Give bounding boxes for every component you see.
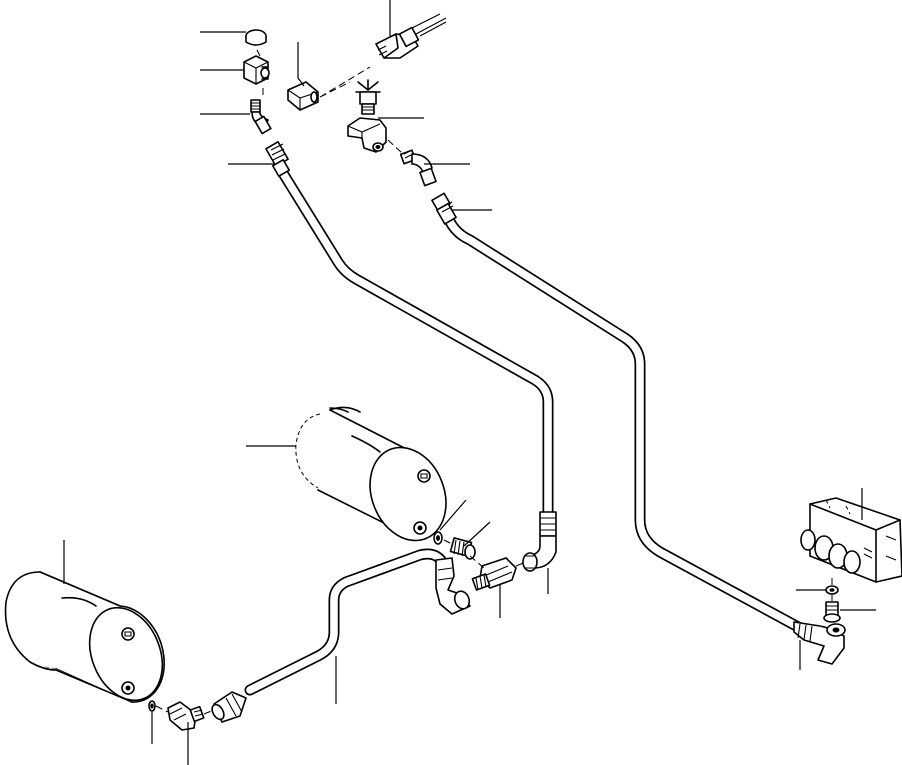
- hose-lower-assembly: [244, 548, 452, 696]
- hose-end-elbow-right: [793, 621, 846, 665]
- adapter-fitting: [471, 557, 517, 591]
- tee-fitting: [287, 81, 319, 111]
- washer-right: [825, 585, 839, 595]
- elbow-block-fitting: [243, 55, 270, 85]
- hose-end-left-top: [265, 141, 290, 177]
- cross-tee-fitting: [347, 117, 387, 153]
- nipple-fitting: [250, 99, 272, 135]
- hose-end-lower-left: [211, 691, 247, 723]
- hose-right-assembly: [440, 206, 806, 634]
- connector-center: [449, 537, 476, 560]
- hose-end-elbow-center: [522, 511, 557, 572]
- reservoir-left: [4, 571, 166, 703]
- elbow-fitting-center-lower: [435, 557, 471, 615]
- cap-fitting: [245, 29, 267, 46]
- connector-right: [823, 601, 841, 623]
- hose-lower: [244, 548, 452, 696]
- elbow-fitting-left-tank: [167, 701, 205, 731]
- washer-center: [433, 531, 443, 545]
- elbow-fitting-right-top: [399, 149, 437, 187]
- hose-end-right-top: [431, 192, 457, 225]
- washer-left: [148, 700, 156, 712]
- pressure-switch: [375, 13, 447, 59]
- reservoir-center: [295, 406, 447, 542]
- hose-left-assembly: [275, 164, 554, 521]
- drain-valve: [355, 79, 381, 115]
- leader-lines: [63, 0, 876, 765]
- valve-block: [800, 497, 902, 583]
